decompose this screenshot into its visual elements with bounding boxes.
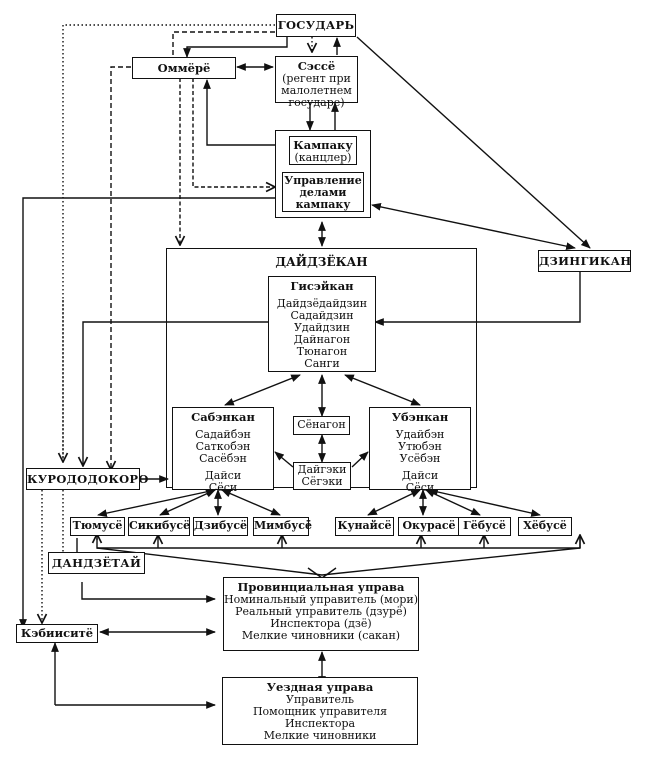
node-upravlenie-line: кампаку (295, 198, 351, 212)
daidzekan-title: ДАЙДЗЁКАН (275, 255, 368, 269)
node-ommere-label: Оммёрё (157, 61, 211, 75)
node-provincial-line: Реальный управитель (дзурё) (235, 604, 407, 618)
ministry-okurase[interactable]: Окурасё (398, 517, 460, 536)
node-kurododokoro[interactable]: КУРОДОДОКОРО (26, 468, 148, 490)
node-dandzetai-label: ДАНДЗЁТАЙ (51, 556, 142, 570)
ministry-label: Мимбусё (254, 519, 312, 532)
node-daigeki-line: Сёгэки (301, 475, 343, 489)
node-provincial[interactable]: Провинциальная управа Номинальный управи… (223, 577, 419, 651)
node-provincial-title: Провинциальная управа (237, 580, 405, 594)
dashed-gosudar-ommere (172, 31, 275, 57)
node-provincial-line: Номинальный управитель (мори) (224, 592, 419, 606)
ministry-mimbuse[interactable]: Мимбусё (253, 517, 312, 536)
node-giseikan-line: Дайдзёдайдзин (276, 296, 368, 310)
dotted-gosudar-left (62, 24, 275, 460)
node-ubenkan-line: Утюбэн (398, 439, 442, 453)
node-sabenkan-line: Садайбэн (195, 427, 251, 441)
node-sepagon[interactable]: Сёнагон (293, 416, 350, 435)
node-giseikan-line: Тюнагон (296, 345, 348, 359)
node-gosudar-label: ГОСУДАРЬ (277, 18, 355, 32)
node-daigeki-line: Дайгэки (297, 463, 347, 476)
ministry-label: Тюмусё (72, 519, 123, 532)
ministry-sikibuse[interactable]: Сикибусё (128, 517, 190, 536)
node-district-line: Мелкие чиновники (263, 728, 377, 742)
node-ubenkan-line: Дайси (401, 468, 439, 482)
node-kebiishi-label: Кэбииситё (20, 626, 94, 640)
node-giseikan-line: Садайдзин (290, 308, 354, 322)
node-district[interactable]: Уездная управа Управитель Помощник управ… (222, 677, 418, 745)
node-district-line: Помощник управителя (252, 704, 388, 718)
node-daigeki[interactable]: Дайгэки Сёгэки (293, 462, 351, 490)
ministry-label: Хёбусё (523, 519, 567, 532)
node-giseikan-line: Санги (304, 357, 340, 371)
node-dandzetai[interactable]: ДАНДЗЁТАЙ (48, 552, 145, 574)
node-kurododokoro-label: КУРОДОДОКОРО (27, 472, 149, 486)
node-provincial-line: Мелкие чиновники (сакан) (241, 628, 401, 642)
node-giseikan-line: Дайнагон (293, 332, 351, 346)
node-giseikan-line: Удайдзин (293, 320, 351, 334)
node-district-title: Уездная управа (266, 680, 374, 694)
node-sesse-line: (регент при (282, 71, 351, 85)
node-gosudar[interactable]: ГОСУДАРЬ (276, 14, 356, 37)
node-kampaku-title: Кампаку (293, 138, 353, 152)
node-giseikan-title: Гисэйкан (290, 279, 354, 293)
node-sepagon-label: Сёнагон (297, 418, 346, 431)
ministry-label: Гёбусё (463, 519, 506, 532)
ministry-gebuse[interactable]: Гёбусё (458, 517, 511, 536)
node-ommere[interactable]: Оммёрё (132, 57, 236, 79)
node-district-line: Управитель (286, 692, 354, 706)
node-ubenkan-title: Убэнкан (391, 410, 449, 424)
node-district-line: Инспектора (284, 716, 356, 730)
node-upravlenie-kampaku[interactable]: Управление делами кампаку (282, 172, 364, 212)
node-sabenkan[interactable]: Сабэнкан Садайбэн Саткобэн Сасёбэн Дайси… (172, 407, 274, 494)
ministry-label: Окурасё (402, 519, 456, 532)
node-ubenkan-line: Удайбэн (395, 427, 445, 441)
node-ubenkan-line: Усёбэн (399, 451, 441, 465)
node-sesse-title: Сэссё (297, 59, 336, 73)
ministry-label: Дзибусё (194, 519, 248, 532)
node-kampaku[interactable]: Кампаку (канцлер) (289, 136, 357, 165)
node-sesse[interactable]: Сэссё (регент при малолетнем государе) (275, 56, 358, 108)
node-sabenkan-line: Саткобэн (195, 439, 251, 453)
ministry-label: Сикибусё (129, 519, 191, 532)
node-provincial-line: Инспектора (дзё) (270, 616, 372, 630)
node-ubenkan[interactable]: Убэнкан Удайбэн Утюбэн Усёбэн Дайси Сёси (369, 407, 471, 494)
node-sabenkan-line: Сасёбэн (199, 451, 247, 465)
node-upravlenie-line: Управление (284, 174, 362, 187)
ministry-label: Кунайсё (337, 519, 392, 532)
ministry-kunaise[interactable]: Кунайсё (335, 517, 394, 536)
node-sesse-line: малолетнем (281, 83, 352, 97)
ministry-tyumuse[interactable]: Тюмусё (70, 517, 125, 536)
node-giseikan[interactable]: Гисэйкан Дайдзёдайдзин Садайдзин Удайдзи… (268, 276, 376, 372)
node-sesse-line: государе) (288, 95, 345, 109)
ministry-dzibuse[interactable]: Дзибусё (193, 517, 248, 536)
node-sabenkan-line: Сёси (208, 481, 238, 495)
node-ubenkan-line: Сёси (405, 481, 435, 495)
node-kebiishi[interactable]: Кэбииситё (16, 624, 98, 643)
node-sabenkan-title: Сабэнкан (191, 410, 255, 424)
node-sabenkan-line: Дайси (204, 468, 242, 482)
node-kampaku-subtitle: (канцлер) (294, 150, 352, 164)
group-kampaku (275, 130, 371, 218)
ministry-hebuse[interactable]: Хёбусё (518, 517, 572, 536)
node-dzingikan-label: ДЗИНГИКАН (539, 254, 632, 268)
node-dzingikan[interactable]: ДЗИНГИКАН (538, 250, 631, 272)
node-upravlenie-line: делами (299, 186, 347, 200)
